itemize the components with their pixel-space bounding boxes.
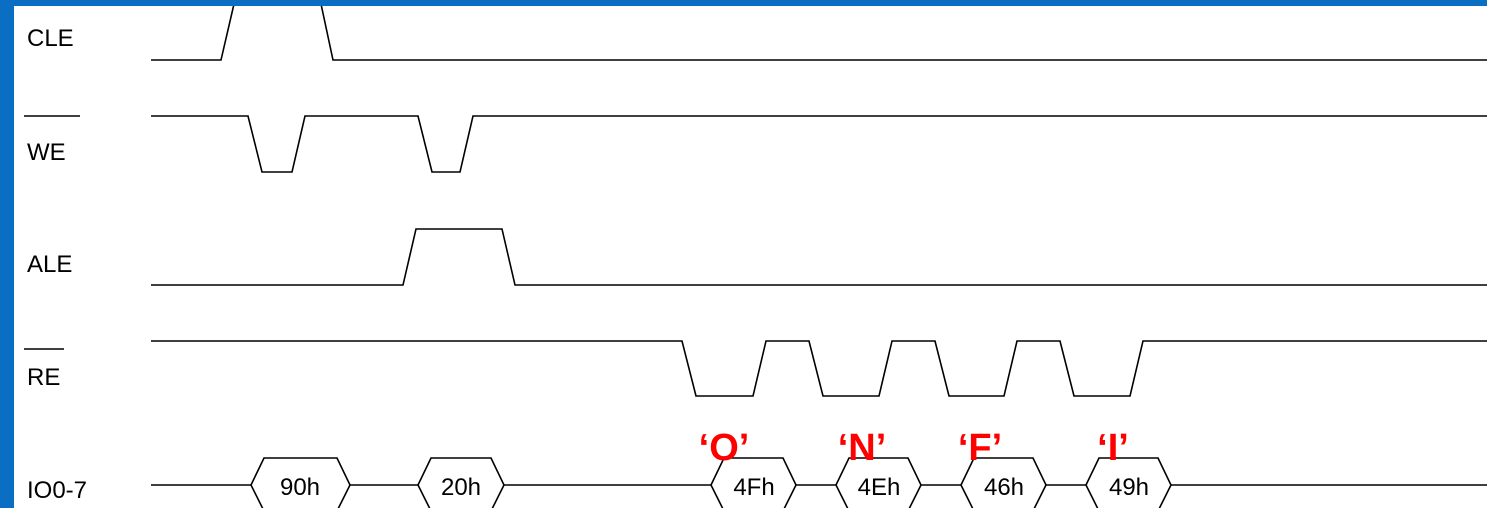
bus-hex-4eh xyxy=(835,457,922,508)
bus-value-4fh: 4Fh xyxy=(733,474,774,501)
timing-diagram-svg: CLE WE ALE RE IO0-7 90h 20h 4Fh 4Eh 46h … xyxy=(24,6,1487,508)
signal-label-re: RE xyxy=(27,364,60,391)
bus-value-4eh: 4Eh xyxy=(858,474,901,501)
bus-value-20h: 20h xyxy=(441,474,481,501)
signal-label-we: WE xyxy=(27,139,66,166)
bus-value-46h: 46h xyxy=(984,474,1024,501)
bus-hex-20h xyxy=(417,457,505,508)
bus-hex-4fh xyxy=(710,457,797,508)
bus-hex-49h xyxy=(1085,457,1172,508)
char-annotation-i: ‘I’ xyxy=(1097,427,1129,469)
char-annotation-f: ‘F’ xyxy=(958,427,1002,469)
char-annotation-n: ‘N’ xyxy=(838,427,887,469)
timing-diagram: CLE WE ALE RE IO0-7 90h 20h 4Fh 4Eh 46h … xyxy=(14,6,1487,508)
signal-label-io: IO0-7 xyxy=(27,477,87,504)
waveform-ale xyxy=(151,228,1487,286)
waveform-we xyxy=(151,115,1487,173)
waveform-re xyxy=(151,340,1487,397)
bus-value-90h: 90h xyxy=(280,474,320,501)
signal-label-ale: ALE xyxy=(27,251,72,278)
bus-hex-90h xyxy=(250,457,351,508)
bus-hex-46h xyxy=(960,457,1047,508)
signal-label-cle: CLE xyxy=(27,25,74,52)
char-annotation-o: ‘O’ xyxy=(699,427,750,469)
bus-value-49h: 49h xyxy=(1109,474,1149,501)
waveform-cle xyxy=(151,6,1487,61)
